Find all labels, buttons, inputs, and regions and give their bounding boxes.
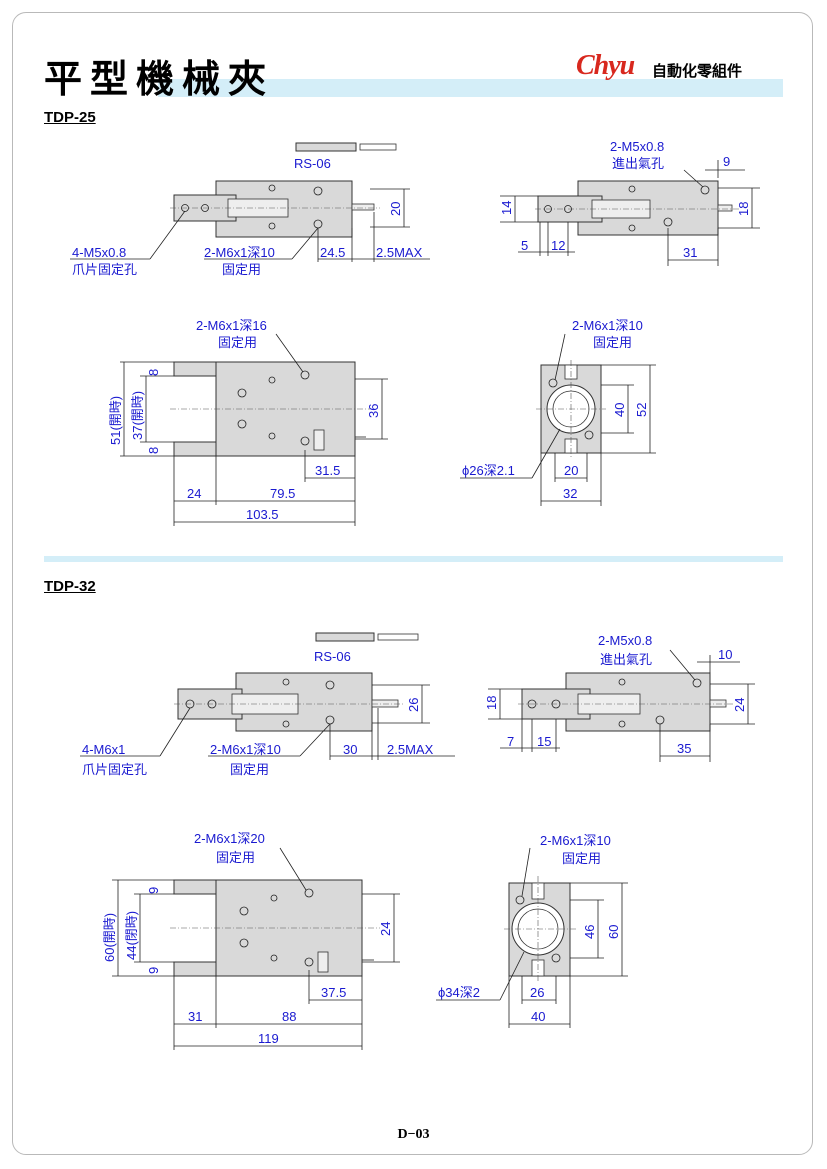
dim-stroke: 24.5 xyxy=(320,245,345,260)
ports-label: 2-M5x0.8 xyxy=(610,139,664,154)
dim-sensor-offset: 37.5 xyxy=(321,985,346,1000)
top-mount-label: 2-M6x1深16 xyxy=(196,318,267,333)
dim-open-width: 51(開時) xyxy=(108,396,123,445)
dim-end-width-inner: 20 xyxy=(564,463,578,478)
title-band xyxy=(158,79,783,97)
jaw-holes-desc: 爪片固定孔 xyxy=(82,762,147,777)
dim-offset-a: 5 xyxy=(521,238,528,253)
end-mount-desc: 固定用 xyxy=(593,335,632,350)
dim-stroke: 30 xyxy=(343,742,357,757)
dim-jaw-length: 24 xyxy=(187,486,201,501)
tdp32-port-view: 2-M5x0.8 進出氣孔 10 18 24 7 15 35 xyxy=(484,633,755,762)
mount-holes-label: 2-M6x1深10 xyxy=(204,245,275,260)
dim-offset-b: 15 xyxy=(537,734,551,749)
ports-desc: 進出氣孔 xyxy=(600,652,652,667)
jaw-holes-label: 4-M6x1 xyxy=(82,742,125,757)
dim-offset-a: 7 xyxy=(507,734,514,749)
dim-height: 26 xyxy=(406,698,421,712)
dim-closed-width: 44(閉時) xyxy=(124,911,139,960)
top-mount-label: 2-M6x1深20 xyxy=(194,831,265,846)
dim-total-length: 103.5 xyxy=(246,507,279,522)
tdp32-top-view: 2-M6x1深20 固定用 60(開時) 44(閉時) 9 9 24 37.5 … xyxy=(102,831,400,1050)
tdp25-top-view: 2-M6x1深16 固定用 51(開時) 37(開時) 8 8 36 31.5 … xyxy=(108,318,388,526)
tdp25-port-view: 2-M5x0.8 進出氣孔 9 14 18 5 12 31 xyxy=(499,139,760,266)
dim-end-height-outer: 52 xyxy=(634,403,649,417)
dim-jaw-height: 14 xyxy=(499,201,514,215)
sensor-label: RS-06 xyxy=(294,156,331,171)
dim-port-pitch: 35 xyxy=(677,741,691,756)
dim-height: 20 xyxy=(388,202,403,216)
tdp32-end-view: 2-M6x1深10 固定用 46 60 26 40 ϕ34深2 xyxy=(436,833,628,1028)
page-frame xyxy=(12,12,813,1155)
end-mount-desc: 固定用 xyxy=(562,851,601,866)
dim-end-height-inner: 46 xyxy=(582,925,597,939)
dim-body-length: 79.5 xyxy=(270,486,295,501)
tdp25-side-view: RS-06 20 24.5 2.5MAX 4-M5x0.8 爪片固定孔 2-M6… xyxy=(70,142,430,277)
dim-boss: ϕ34深2 xyxy=(438,985,480,1000)
brand-tagline: 自動化零組件 xyxy=(652,62,743,80)
dim-jaw-top: 9 xyxy=(146,887,161,894)
dim-top-offset: 9 xyxy=(723,154,730,169)
page-number: D−03 xyxy=(397,1127,430,1142)
top-mount-desc: 固定用 xyxy=(218,335,257,350)
ports-desc: 進出氣孔 xyxy=(612,156,664,171)
dim-jaw-top: 8 xyxy=(146,369,161,376)
brand-logo: Chyu xyxy=(576,50,635,81)
end-mount-label: 2-M6x1深10 xyxy=(540,833,611,848)
tdp25-end-view: 2-M6x1深10 固定用 40 52 20 32 ϕ26深2.1 xyxy=(460,318,656,506)
dim-end-height-inner: 40 xyxy=(612,403,627,417)
dim-total-length: 119 xyxy=(258,1031,279,1046)
dim-jaw-bottom: 9 xyxy=(146,967,161,974)
page-title: 平型機械夾 xyxy=(44,57,275,101)
sensor-cable xyxy=(359,143,397,151)
dim-body-height: 18 xyxy=(736,202,751,216)
sensor-body xyxy=(295,142,357,152)
top-mount-desc: 固定用 xyxy=(216,850,255,865)
dim-max: 2.5MAX xyxy=(376,245,423,260)
dim-boss: ϕ26深2.1 xyxy=(462,463,515,478)
ports-label: 2-M5x0.8 xyxy=(598,633,652,648)
dim-sensor-offset: 31.5 xyxy=(315,463,340,478)
dim-open-width: 60(開時) xyxy=(102,913,117,962)
dim-body-length: 88 xyxy=(282,1009,296,1024)
dim-max: 2.5MAX xyxy=(387,742,434,757)
dim-offset-b: 12 xyxy=(551,238,565,253)
dim-end-width-outer: 40 xyxy=(531,1009,545,1024)
dim-end-width-outer: 32 xyxy=(563,486,577,501)
dim-top-offset: 10 xyxy=(718,647,732,662)
dim-jaw-bottom: 8 xyxy=(146,447,161,454)
end-mount-label: 2-M6x1深10 xyxy=(572,318,643,333)
mount-holes-desc: 固定用 xyxy=(222,262,261,277)
dim-end-height-outer: 60 xyxy=(606,925,621,939)
model-label-tdp25: TDP-25 xyxy=(44,109,96,126)
dim-body-height: 24 xyxy=(732,698,747,712)
jaw-holes-label: 4-M5x0.8 xyxy=(72,245,126,260)
dim-closed-width: 37(開時) xyxy=(130,391,145,440)
model-label-tdp32: TDP-32 xyxy=(44,578,96,595)
section-divider xyxy=(44,556,783,562)
mount-holes-label: 2-M6x1深10 xyxy=(210,742,281,757)
sensor-label: RS-06 xyxy=(314,649,351,664)
tdp32-side-view: RS-06 26 30 2.5MAX 4-M6x1 爪片固定孔 2-M6x1深1… xyxy=(80,632,455,777)
sensor-rod xyxy=(351,203,375,211)
dim-body-width: 24 xyxy=(378,922,393,936)
dim-body-width: 36 xyxy=(366,404,381,418)
jaw-holes-desc: 爪片固定孔 xyxy=(72,262,137,277)
dim-port-pitch: 31 xyxy=(683,245,697,260)
dim-jaw-height: 18 xyxy=(484,696,499,710)
dim-jaw-length: 31 xyxy=(188,1009,202,1024)
dim-end-width-inner: 26 xyxy=(530,985,544,1000)
mount-holes-desc: 固定用 xyxy=(230,762,269,777)
